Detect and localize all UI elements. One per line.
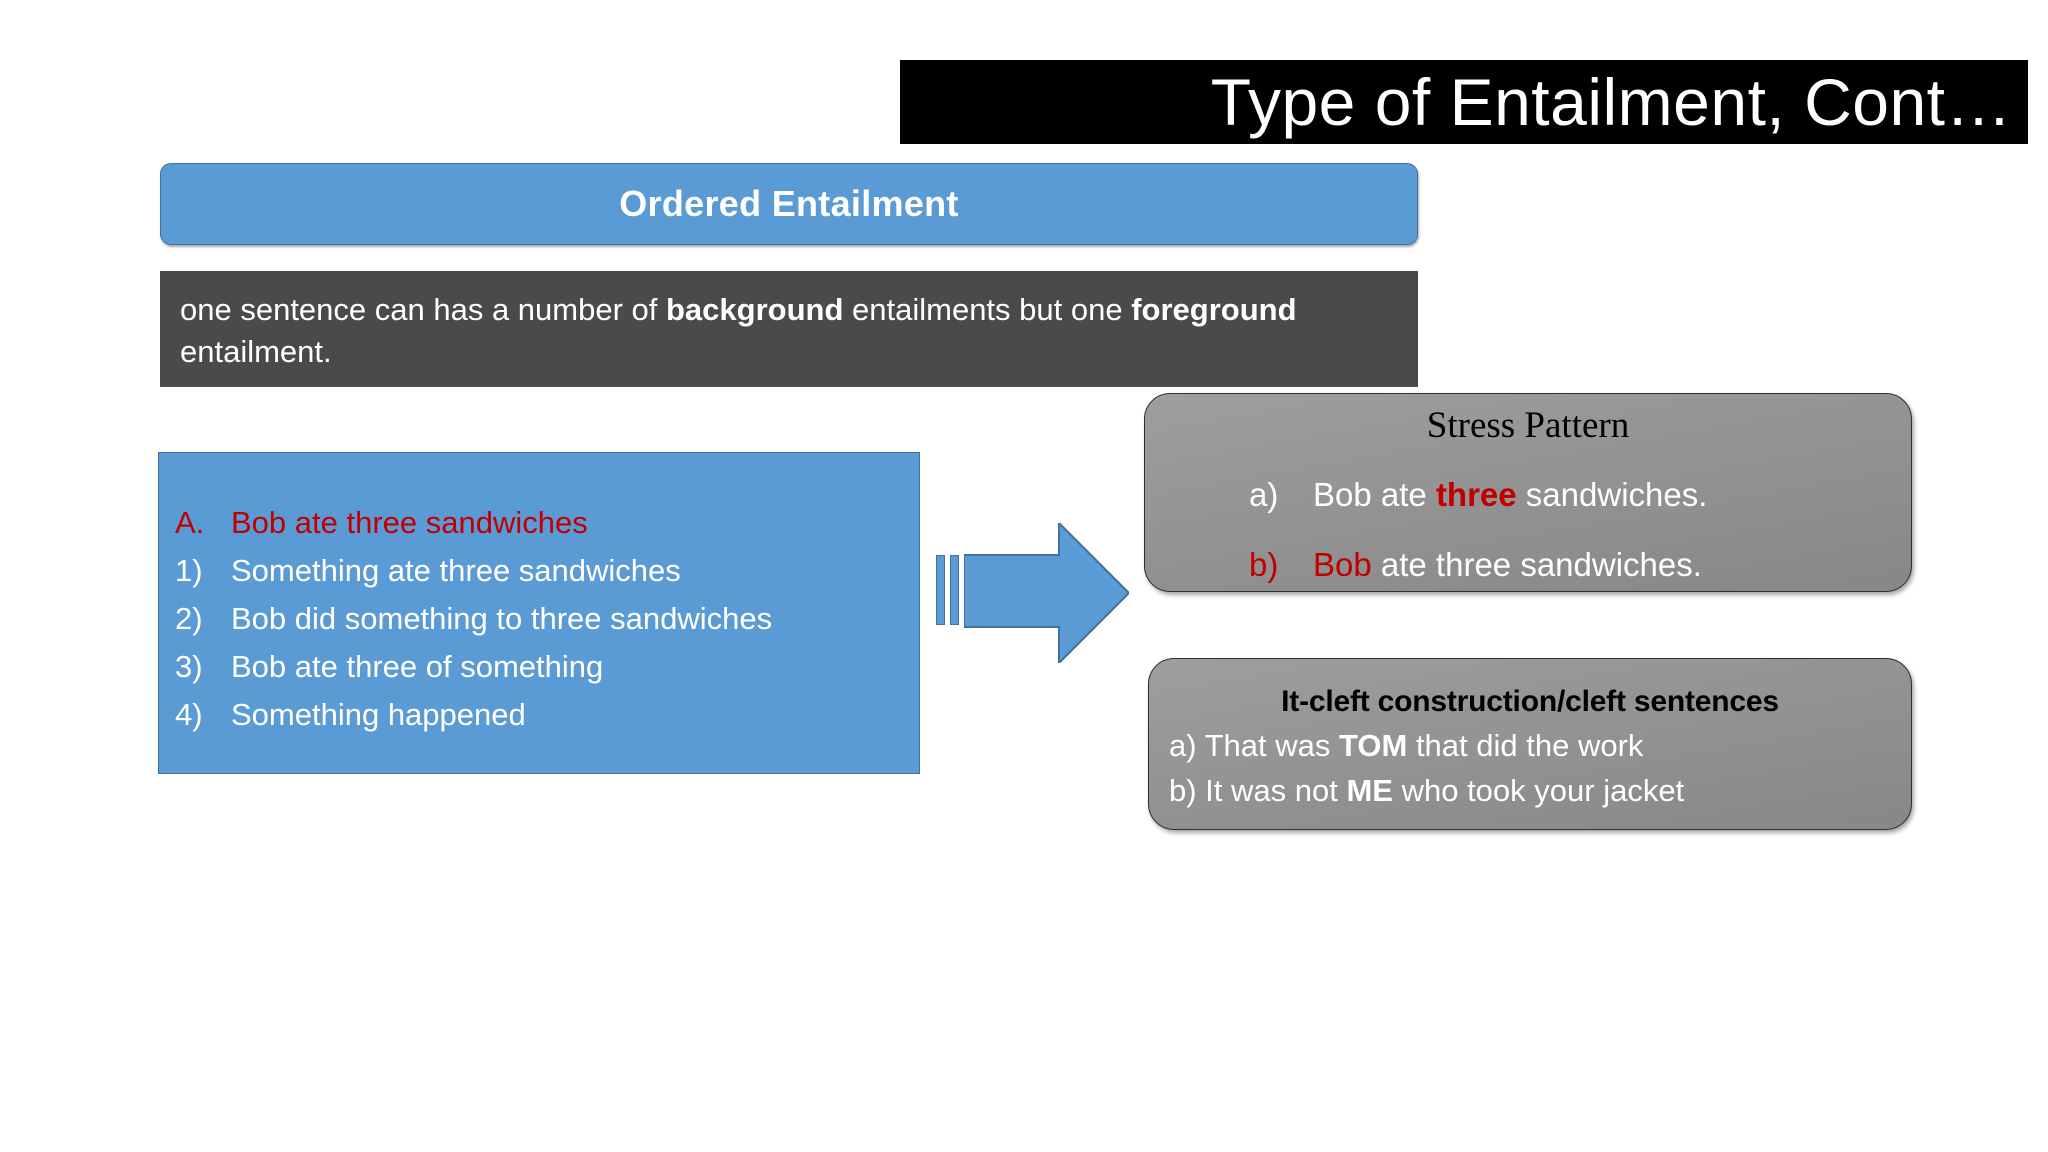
list-item: 3) Bob ate three of something — [175, 649, 911, 685]
entailment-list: A. Bob ate three sandwiches 1) Something… — [175, 505, 911, 745]
stress-pattern-item: b) Bob ate three sandwiches. — [1145, 546, 1911, 584]
list-item-label: Something ate three sandwiches — [231, 552, 681, 588]
arrow-tail-stripe-2 — [950, 555, 959, 625]
list-item-label: Bob did something to three sandwiches — [231, 600, 773, 636]
stress-item-emphasis: three — [1435, 476, 1517, 513]
right-arrow-icon — [964, 523, 1129, 663]
it-cleft-before: b) It was not — [1169, 773, 1347, 809]
slide-title-bar: Type of Entailment, Cont… — [900, 60, 2028, 144]
banner-label: Ordered Entailment — [619, 183, 959, 224]
it-cleft-title: It-cleft construction/cleft sentences — [1281, 685, 1779, 718]
it-cleft-item: b) It was not ME who took your jacket — [1149, 772, 1911, 809]
list-item: 1) Something ate three sandwiches — [175, 553, 911, 589]
arrow-tail-stripe-1 — [936, 555, 945, 625]
stress-item-before: Bob ate — [1313, 476, 1436, 513]
description-bold-foreground: foreground — [1131, 292, 1297, 327]
list-item: A. Bob ate three sandwiches — [175, 505, 911, 541]
it-cleft-bold: ME — [1346, 773, 1393, 809]
description-middle: entailments but one — [843, 292, 1132, 327]
stress-item-marker: b) — [1249, 546, 1279, 583]
stress-item-text: Bob ate three sandwiches. — [1313, 546, 1702, 584]
list-item-marker: 4) — [175, 696, 203, 732]
stress-item-emphasis: Bob — [1313, 546, 1372, 583]
list-item-marker: A. — [175, 505, 205, 540]
stress-pattern-title: Stress Pattern — [1426, 405, 1630, 446]
description-text: one sentence can has a number of backgro… — [180, 289, 1398, 373]
stress-pattern-box: Stress Pattern a) Bob ate three sandwich… — [1144, 393, 1912, 592]
flow-arrow — [936, 523, 1136, 663]
it-cleft-box: It-cleft construction/cleft sentences a)… — [1148, 658, 1912, 830]
page-title: Type of Entailment, Cont… — [1210, 65, 2012, 139]
list-item-marker: 2) — [175, 600, 203, 636]
list-item: 4) Something happened — [175, 697, 911, 733]
it-cleft-before: a) That was — [1169, 728, 1340, 763]
stress-item-after: sandwiches. — [1516, 476, 1708, 513]
list-item-marker: 1) — [175, 552, 203, 588]
list-item: 2) Bob did something to three sandwiches — [175, 601, 911, 637]
ordered-entailment-banner: Ordered Entailment — [160, 163, 1418, 245]
stress-item-after: ate three sandwiches. — [1371, 546, 1702, 583]
it-cleft-bold: TOM — [1339, 728, 1408, 763]
it-cleft-after: who took your jacket — [1392, 773, 1685, 809]
description-bold-background: background — [666, 292, 844, 327]
it-cleft-item: a) That was TOM that did the work — [1149, 727, 1911, 764]
stress-item-text: Bob ate three sandwiches. — [1313, 476, 1707, 514]
description-prefix: one sentence can has a number of — [180, 292, 666, 327]
description-suffix: entailment. — [180, 333, 332, 369]
entailment-list-box: A. Bob ate three sandwiches 1) Something… — [158, 452, 920, 774]
list-item-label: Bob ate three sandwiches — [231, 505, 588, 540]
stress-pattern-item: a) Bob ate three sandwiches. — [1145, 476, 1911, 514]
stress-item-marker: a) — [1249, 476, 1279, 513]
list-item-label: Bob ate three of something — [231, 648, 604, 684]
list-item-marker: 3) — [175, 648, 203, 684]
description-box: one sentence can has a number of backgro… — [160, 271, 1418, 387]
it-cleft-after: that did the work — [1407, 728, 1644, 763]
list-item-label: Something happened — [231, 696, 526, 732]
